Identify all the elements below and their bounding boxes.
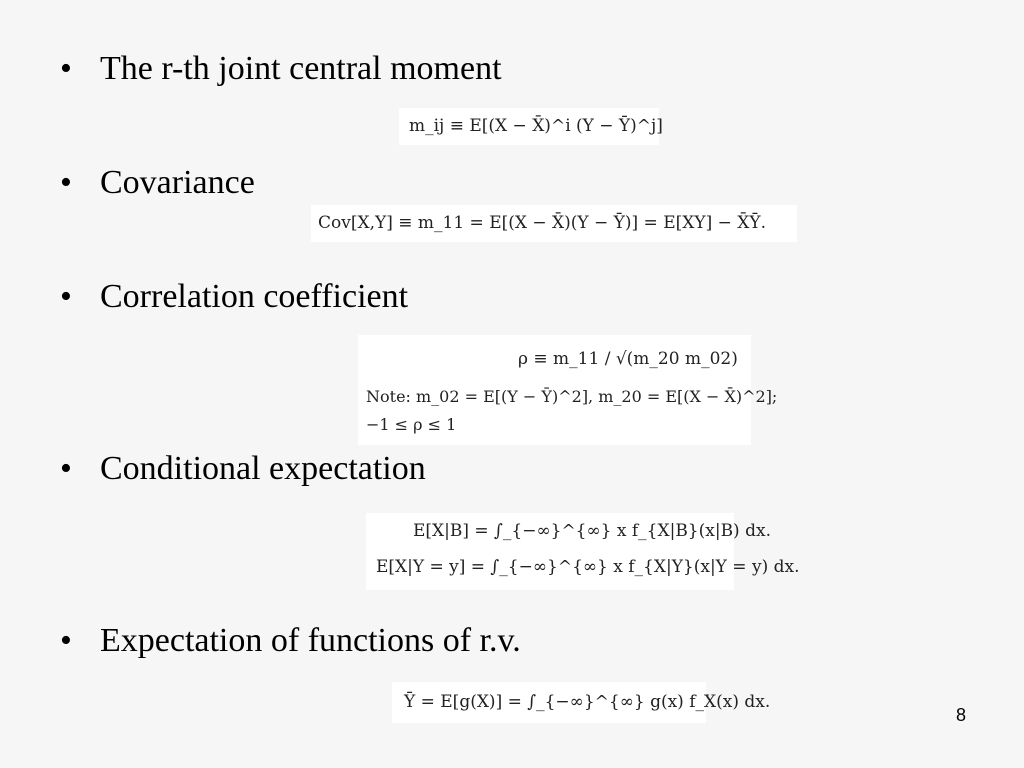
bullet-joint-moment: • The r-th joint central moment <box>60 49 502 89</box>
equation-function-expectation: Ȳ = E[g(X)] = ∫_{−∞}^{∞} g(x) f_X(x) dx. <box>392 682 770 723</box>
bullet-text: Covariance <box>100 164 255 201</box>
bullet-conditional-expectation: • Conditional expectation <box>60 449 426 489</box>
equation-covariance: Cov[X,Y] ≡ m_11 = E[(X − X̄)(Y − Ȳ)] = E… <box>311 205 797 242</box>
equation-correlation-bounds: −1 ≤ ρ ≤ 1 <box>366 415 457 434</box>
equation-conditional-expectation-y: E[X|Y = y] = ∫_{−∞}^{∞} x f_{X|Y}(x|Y = … <box>376 557 800 577</box>
equation-joint-moment-text: m_ij ≡ E[(X − X̄)^i (Y − Ȳ)^j] <box>409 116 663 136</box>
bullet-symbol: • <box>60 622 72 659</box>
bullet-covariance: • Covariance <box>60 163 255 203</box>
bullet-symbol: • <box>60 164 72 201</box>
equation-correlation-note: Note: m_02 = E[(Y − Ȳ)^2], m_20 = E[(X −… <box>366 387 778 406</box>
page-number: 8 <box>955 705 966 725</box>
bullet-text: Conditional expectation <box>100 450 426 487</box>
bullet-correlation: • Correlation coefficient <box>60 277 408 317</box>
bullet-symbol: • <box>60 50 72 87</box>
equation-covariance-text: Cov[X,Y] ≡ m_11 = E[(X − X̄)(Y − Ȳ)] = E… <box>318 213 766 233</box>
bullet-text: The r-th joint central moment <box>100 50 502 87</box>
equation-joint-moment: m_ij ≡ E[(X − X̄)^i (Y − Ȳ)^j] <box>399 108 663 145</box>
equation-function-expectation-text: Ȳ = E[g(X)] = ∫_{−∞}^{∞} g(x) f_X(x) dx. <box>404 692 771 712</box>
equation-correlation-definition: ρ ≡ m_11 / √(m_20 m_02) <box>518 349 738 369</box>
bullet-text: Correlation coefficient <box>100 278 409 315</box>
bullet-symbol: • <box>60 278 72 315</box>
bullet-function-expectation: • Expectation of functions of r.v. <box>60 621 521 661</box>
bullet-text: Expectation of functions of r.v. <box>100 622 521 659</box>
equation-correlation: ρ ≡ m_11 / √(m_20 m_02) Note: m_02 = E[(… <box>358 335 777 445</box>
equation-conditional-expectation: E[X|B] = ∫_{−∞}^{∞} x f_{X|B}(x|B) dx. E… <box>366 513 799 590</box>
equation-conditional-expectation-b: E[X|B] = ∫_{−∞}^{∞} x f_{X|B}(x|B) dx. <box>413 521 771 541</box>
bullet-symbol: • <box>60 450 72 487</box>
